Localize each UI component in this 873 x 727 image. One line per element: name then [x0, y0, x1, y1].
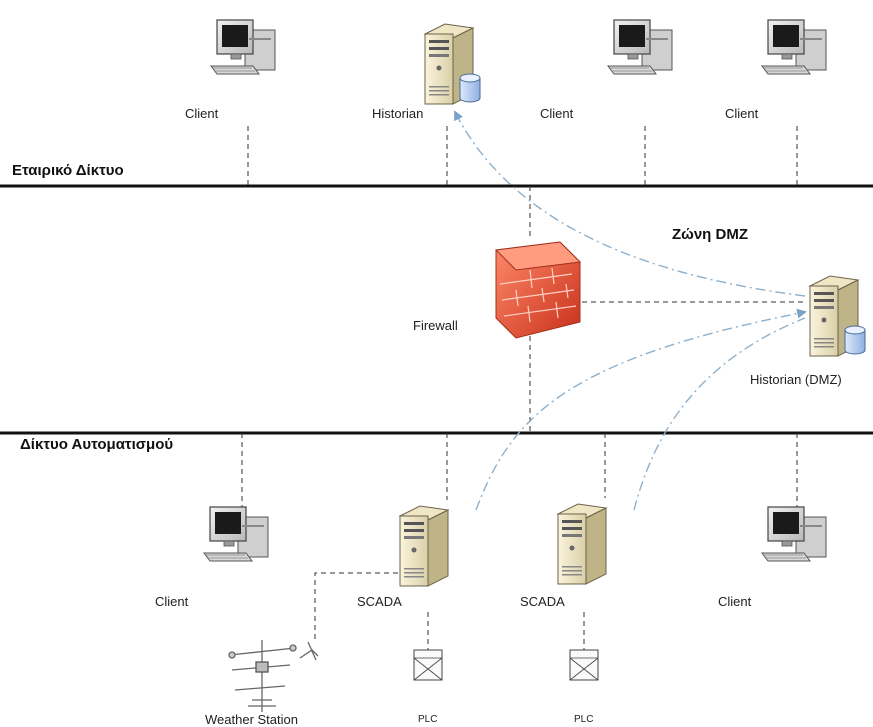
plc-label: PLC	[418, 714, 438, 725]
firewall-icon	[494, 241, 582, 339]
dmz-zone-label: Ζώνη DMZ	[672, 226, 748, 243]
server-icon	[399, 505, 449, 587]
scada-label: SCADA	[520, 594, 565, 609]
flow-scada2-to-historian-dmz	[633, 317, 806, 511]
corporate-network-label: Εταιρικό Δίκτυο	[12, 162, 124, 179]
desktop-computer-icon	[210, 19, 276, 75]
client-label: Client	[725, 106, 759, 121]
server-icon	[557, 503, 607, 585]
historian-label: Historian	[372, 106, 424, 121]
automation-network-label: Δίκτυο Αυτοματισμού	[20, 436, 174, 453]
client-label: Client	[155, 594, 189, 609]
desktop-computer-icon	[761, 19, 827, 75]
plc-icon	[569, 649, 599, 681]
link-scada-weather-station	[314, 572, 398, 640]
plc-label: PLC	[574, 714, 594, 725]
flow-scada1-to-historian-dmz	[475, 308, 807, 511]
historian-dmz-label: Historian (DMZ)	[750, 372, 842, 387]
client-label: Client	[185, 106, 219, 121]
client-label: Client	[718, 594, 752, 609]
desktop-computer-icon	[761, 506, 827, 562]
flow-historian-dmz-to-historian	[454, 110, 806, 297]
firewall-label: Firewall	[413, 318, 458, 333]
weather-station-label: Weather Station	[205, 712, 298, 727]
database-icon	[844, 325, 866, 355]
scada-label: SCADA	[357, 594, 402, 609]
plc-icon	[413, 649, 443, 681]
desktop-computer-icon	[203, 506, 269, 562]
weather-station-icon	[228, 640, 319, 712]
client-label: Client	[540, 106, 574, 121]
desktop-computer-icon	[607, 19, 673, 75]
database-icon	[459, 73, 481, 103]
